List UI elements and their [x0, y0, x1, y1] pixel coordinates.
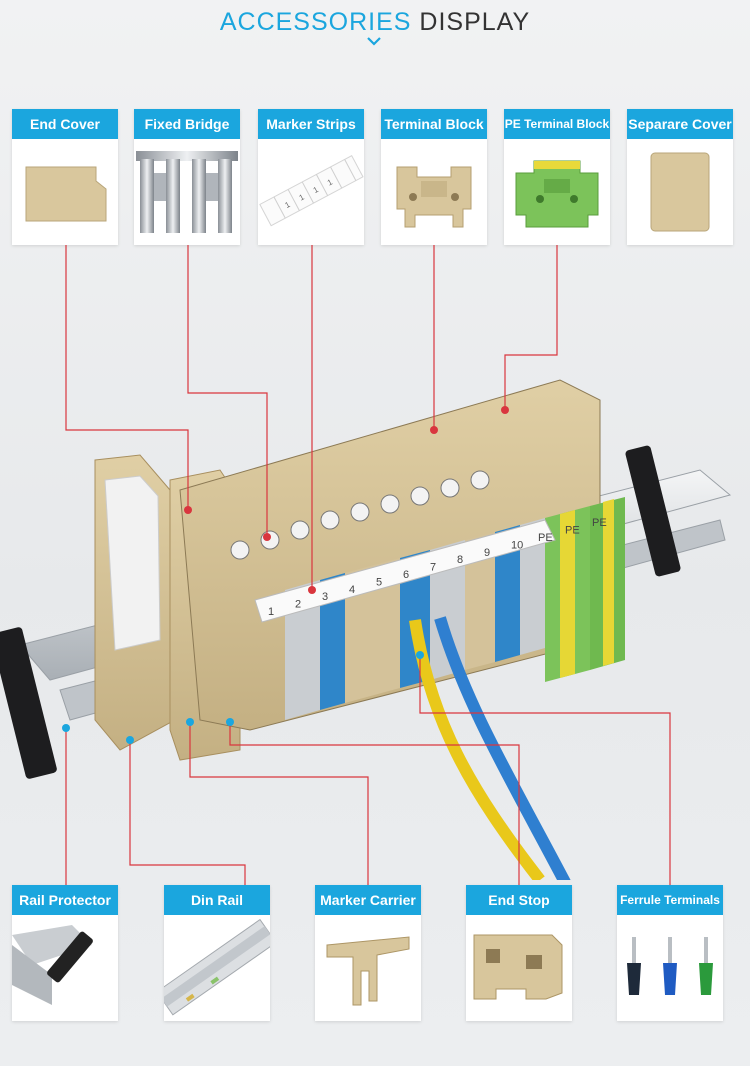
chevron-down-icon: [367, 37, 381, 46]
fixed-bridge-image: [136, 151, 238, 233]
terminal-block-image: [396, 166, 472, 228]
accessory-card-ferrule-terminals: Ferrule Terminals: [617, 885, 723, 1021]
pe-terminal-block-image: [515, 160, 599, 228]
accessory-label: Fixed Bridge: [134, 109, 240, 139]
accessory-card-separate-cover: Separare Cover: [627, 109, 733, 245]
terminal-marker-label: PE: [538, 532, 553, 544]
rail-protector-image: [12, 925, 93, 1005]
accessory-label: Marker Carrier: [315, 885, 421, 915]
accessory-label: Marker Strips: [258, 109, 364, 139]
accessory-card-din-rail: Din Rail: [164, 885, 270, 1021]
terminal-marker-label: 4: [349, 584, 355, 596]
separate-cover-image: [650, 152, 710, 232]
accessory-label: End Stop: [466, 885, 572, 915]
end-stop-image: [473, 934, 563, 1000]
svg-text:1: 1: [284, 200, 293, 210]
accessory-label: Terminal Block: [381, 109, 487, 139]
accessory-label: Rail Protector: [12, 885, 118, 915]
terminal-marker-label: PE: [592, 517, 607, 529]
accessory-label: Ferrule Terminals: [617, 885, 723, 915]
accessory-card-terminal-block: Terminal Block: [381, 109, 487, 245]
terminal-marker-label: PE: [565, 525, 580, 537]
terminal-marker-label: 3: [322, 591, 328, 603]
terminal-marker-label: 10: [511, 539, 523, 551]
accessory-card-rail-protector: Rail Protector: [12, 885, 118, 1021]
accessory-label: Din Rail: [164, 885, 270, 915]
terminal-marker-label: 8: [457, 554, 463, 566]
terminal-marker-label: 5: [376, 576, 382, 588]
terminal-assembly-image: 1 2 3 4 5 6 7 8 9 10 PE PE PE: [0, 379, 732, 880]
terminal-marker-label: 1: [268, 606, 274, 618]
marker-carrier-image: [326, 936, 410, 1006]
accessory-card-pe-terminal-block: PE Terminal Block: [504, 109, 610, 245]
accessory-label: PE Terminal Block: [504, 109, 610, 139]
terminal-marker-label: 2: [295, 599, 301, 611]
title-accent: ACCESSORIES: [219, 8, 412, 36]
accessory-card-fixed-bridge: Fixed Bridge: [134, 109, 240, 245]
accessory-label: End Cover: [12, 109, 118, 139]
ferrule-terminals-image: [627, 937, 713, 995]
terminal-marker-label: 6: [403, 569, 409, 581]
accessory-card-end-cover: End Cover: [12, 109, 118, 245]
accessory-label: Separare Cover: [627, 109, 733, 139]
din-rail-image: [164, 918, 270, 1016]
end-cover-image: [25, 166, 107, 222]
terminal-marker-label: 7: [430, 562, 436, 574]
terminal-marker-label: 9: [484, 547, 490, 559]
svg-text:1: 1: [312, 185, 321, 195]
page-title: ACCESSORIES DISPLAY: [0, 8, 750, 36]
svg-text:1: 1: [298, 192, 307, 202]
accessory-card-end-stop: End Stop: [466, 885, 572, 1021]
svg-text:1: 1: [326, 177, 335, 187]
title-rest: DISPLAY: [419, 8, 531, 36]
accessory-card-marker-carrier: Marker Carrier: [315, 885, 421, 1021]
header: ACCESSORIES DISPLAY: [0, 0, 750, 60]
